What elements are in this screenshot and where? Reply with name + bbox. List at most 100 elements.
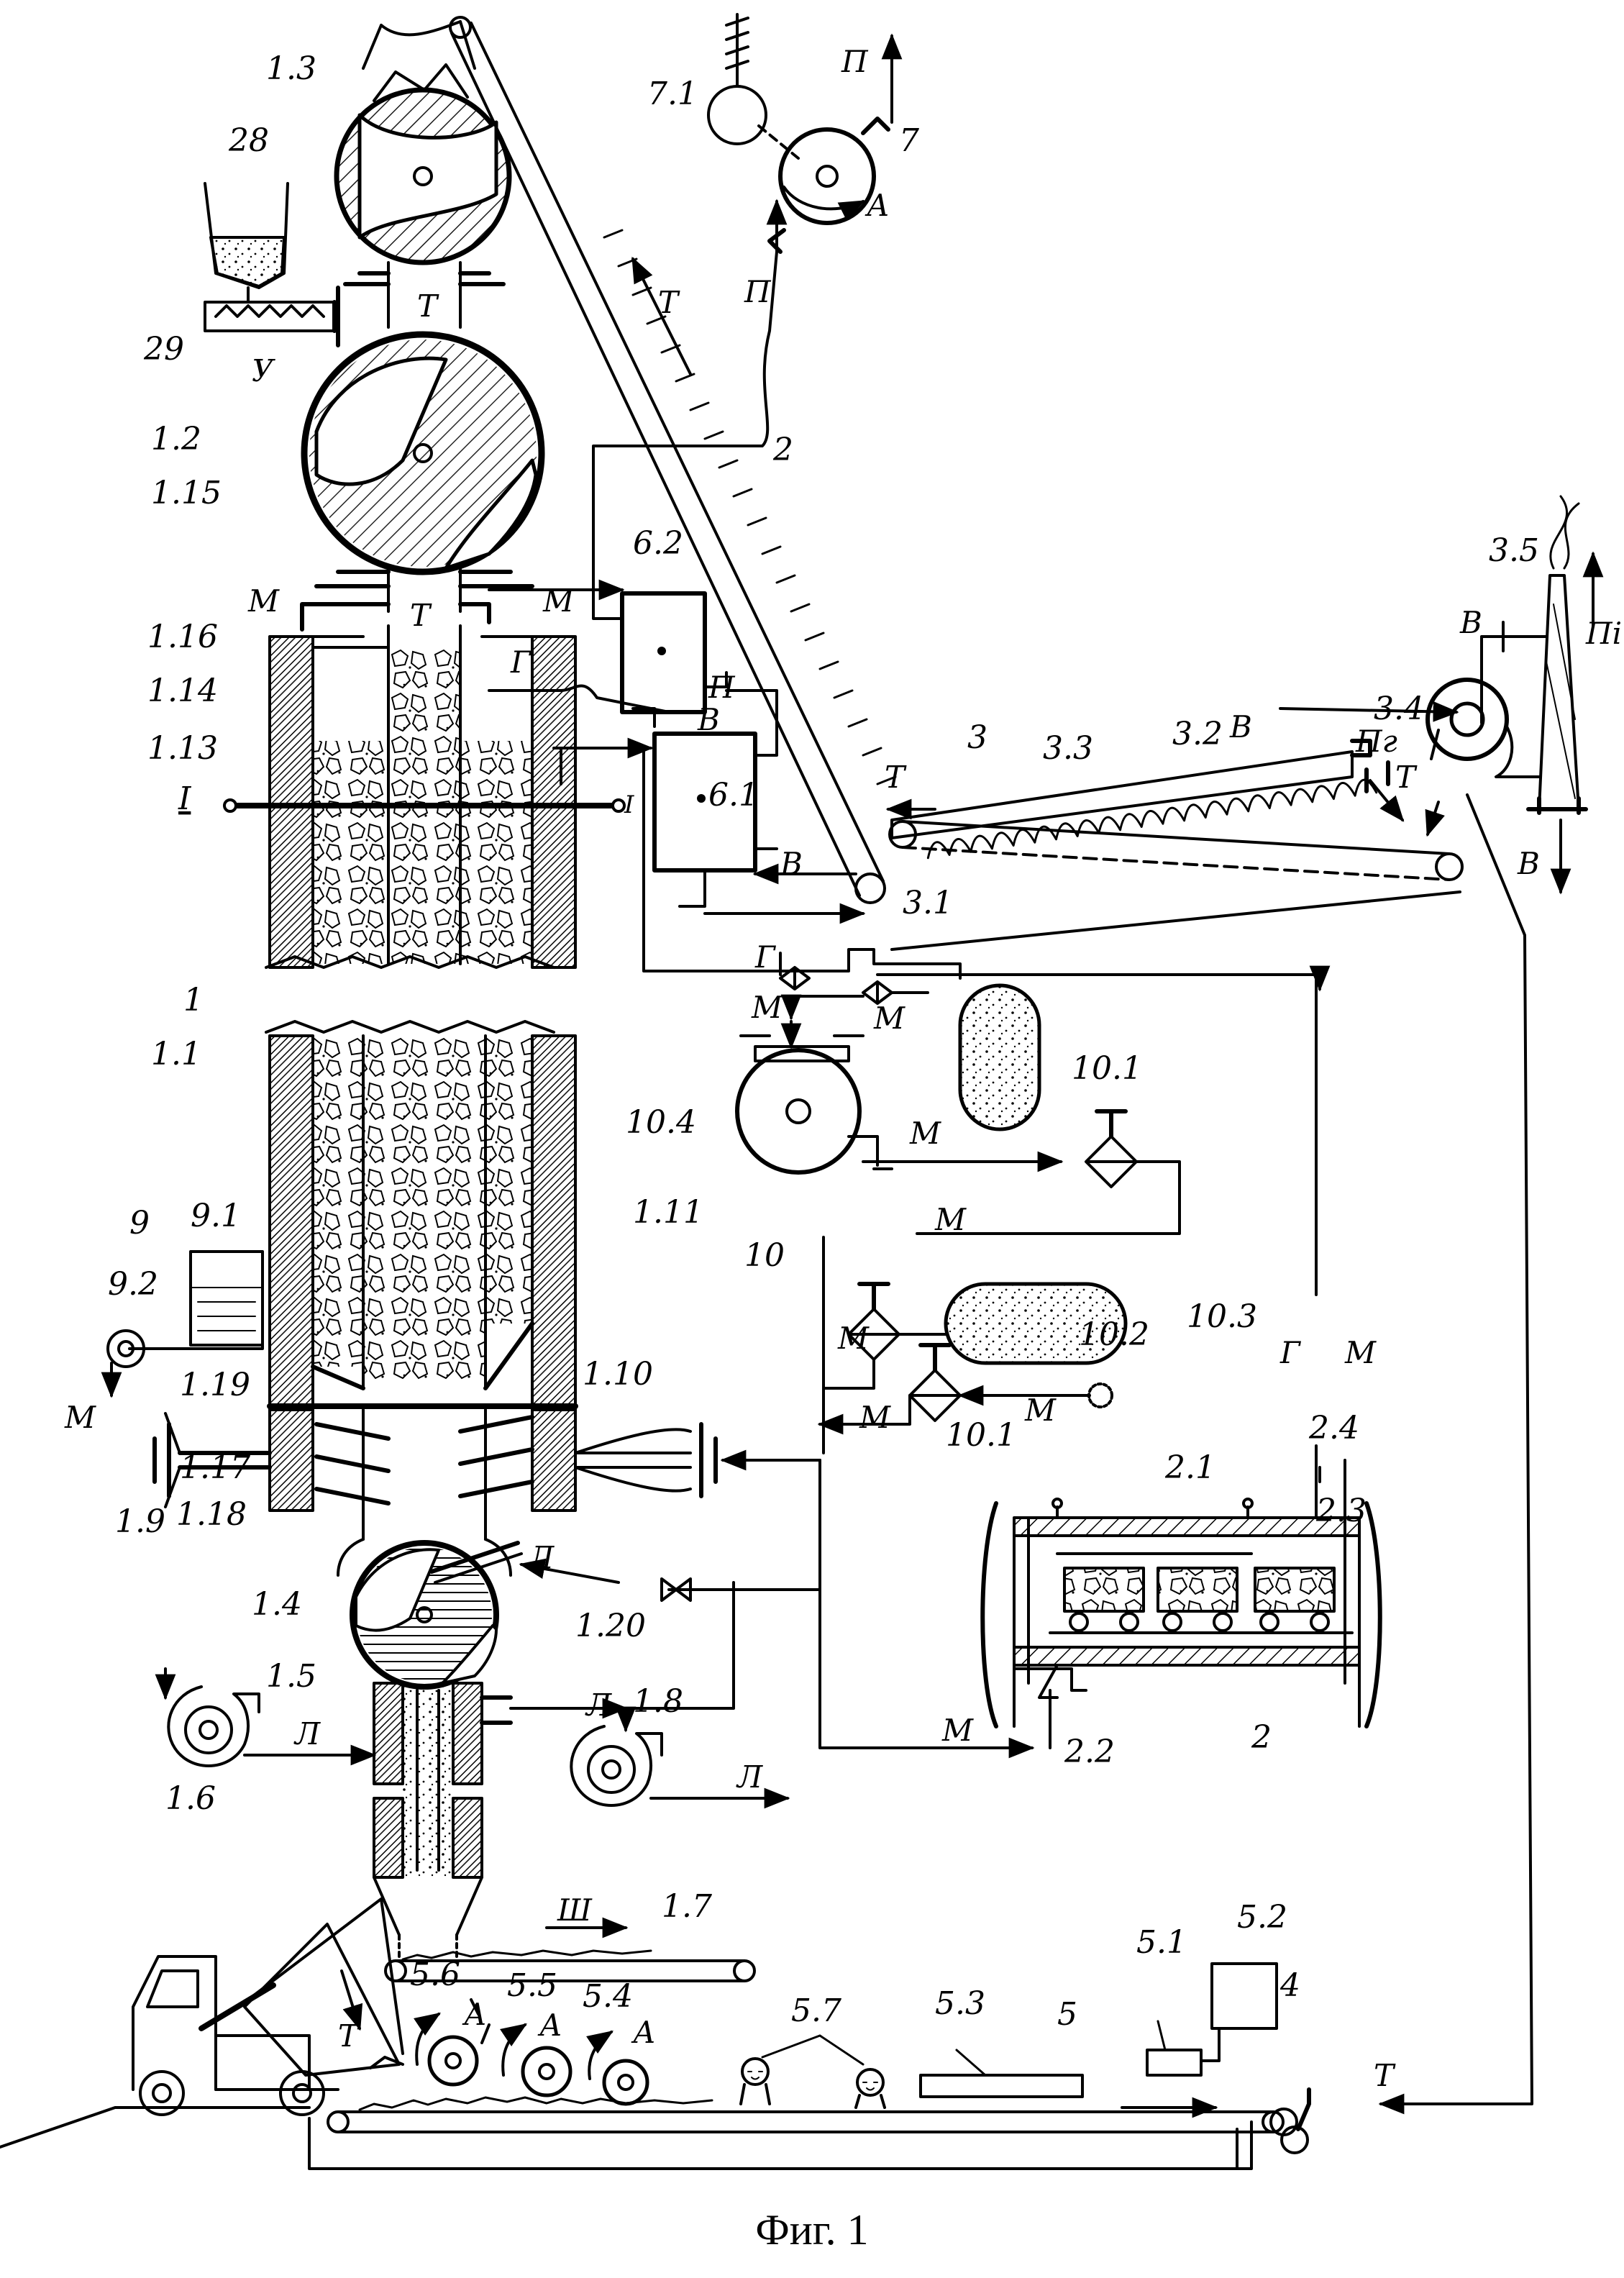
- flow-l-2: Л: [293, 1716, 321, 1751]
- label-1-5: 1.5: [266, 1658, 316, 1695]
- label-3: 3: [967, 719, 987, 756]
- label-3-3: 3.3: [1043, 730, 1093, 767]
- manifold-1-10: [575, 1424, 716, 1496]
- valve-group: [780, 953, 1320, 1295]
- gas-main-to-2-2: [820, 1460, 1032, 1748]
- flow-v-4: В: [1459, 605, 1482, 640]
- workers-5-7: [741, 2036, 885, 2108]
- additive-hopper-28: [205, 183, 338, 345]
- label-1-19: 1.19: [180, 1367, 250, 1403]
- label-1-3: 1.3: [266, 50, 316, 87]
- flow-g-1: Г: [510, 644, 532, 680]
- kiln-2: [982, 1446, 1380, 1748]
- flow-t-6: Т: [338, 2018, 360, 2054]
- label-3-2: 3.2: [1172, 716, 1223, 752]
- label-6-1: 6.1: [708, 777, 759, 814]
- flow-m-5: М: [909, 1116, 941, 1151]
- flow-l-4: Л: [736, 1759, 763, 1795]
- label-1-17: 1.17: [180, 1449, 250, 1486]
- flow-m-12: М: [64, 1400, 96, 1435]
- flow-v-1: В: [697, 702, 720, 737]
- label-2: 2: [772, 432, 793, 468]
- label-28: 28: [228, 122, 269, 159]
- label-5-6: 5.6: [410, 1956, 460, 1993]
- flow-g-3: Г: [1279, 1335, 1302, 1370]
- label-10-3: 10.3: [1187, 1298, 1257, 1335]
- label-1-9: 1.9: [115, 1503, 165, 1540]
- rotary-feeder-1-2: [304, 334, 542, 572]
- label-1-10: 1.10: [583, 1356, 653, 1393]
- label-10-2: 10.2: [1079, 1316, 1149, 1353]
- label-5-2: 5.2: [1237, 1899, 1287, 1936]
- flow-a-1: А: [865, 188, 890, 223]
- flow-v-2: В: [780, 846, 803, 881]
- label-2-1: 2.1: [1164, 1449, 1215, 1486]
- flow-p-1: П: [841, 44, 869, 79]
- label-6-2: 6.2: [633, 525, 683, 562]
- flow-t-1: Т: [417, 288, 439, 324]
- sorting-conveyor-5: [0, 2097, 1283, 2169]
- label-4: 4: [1279, 1967, 1300, 2004]
- flow-m-9: М: [1024, 1393, 1057, 1428]
- label-2-2: 2.2: [1064, 1733, 1115, 1770]
- flow-m-6: М: [934, 1202, 967, 1237]
- label-3-4: 3.4: [1374, 691, 1424, 727]
- flow-t-4: Т: [885, 760, 907, 795]
- label-9: 9: [129, 1205, 150, 1241]
- rotary-feeder-1-3: [337, 22, 509, 263]
- label-10: 10: [744, 1237, 785, 1274]
- flow-a-4: А: [631, 2015, 656, 2050]
- label-5: 5: [1057, 1996, 1077, 2033]
- flow-m-11: М: [941, 1713, 974, 1748]
- label-1-13: 1.13: [147, 730, 218, 767]
- label-5-3: 5.3: [935, 1985, 985, 2022]
- shaft-reactor-1: [224, 604, 624, 1575]
- flow-m-10: М: [1344, 1335, 1377, 1370]
- label-1-11: 1.11: [633, 1194, 703, 1231]
- roller-crusher-4: [1271, 2090, 1309, 2153]
- label-1-2: 1.2: [151, 421, 201, 457]
- label-1-15: 1.15: [151, 475, 222, 511]
- flow-pi: Пi: [1585, 616, 1622, 651]
- label-7-1: 7.1: [647, 76, 698, 112]
- label-10-1-top: 10.1: [1072, 1050, 1142, 1087]
- label-roman-i: I: [178, 780, 192, 817]
- label-1-6: 1.6: [165, 1780, 216, 1817]
- label-3-5: 3.5: [1489, 532, 1539, 569]
- label-1-8: 1.8: [633, 1683, 683, 1720]
- flow-v-3: В: [1229, 709, 1252, 744]
- flow-l-3: Л: [585, 1687, 612, 1723]
- label-5-7: 5.7: [791, 1992, 841, 2029]
- receiver-vertical: [960, 985, 1039, 1129]
- flow-t-3: Т: [410, 598, 432, 633]
- label-9-1: 9.1: [191, 1198, 241, 1234]
- label-5-1: 5.1: [1136, 1924, 1187, 1961]
- return-line-to-belt: [1381, 795, 1532, 2104]
- flow-a-3: А: [537, 2008, 562, 2043]
- label-1-16: 1.16: [147, 619, 218, 655]
- label-1-4: 1.4: [252, 1586, 302, 1623]
- flow-v-5: В: [1517, 846, 1540, 881]
- label-1-18: 1.18: [176, 1496, 247, 1533]
- flow-t-5: Т: [1395, 760, 1418, 795]
- label-3-1: 3.1: [903, 885, 953, 921]
- flow-m-8: М: [859, 1400, 891, 1435]
- flow-m-1: М: [247, 583, 280, 619]
- flow-t-2: Т: [658, 285, 680, 320]
- flow-m-2: М: [542, 583, 575, 619]
- gas-branch-to-1-20: [669, 1460, 820, 1590]
- label-10-4: 10.4: [626, 1104, 696, 1141]
- label-29: 29: [143, 331, 184, 368]
- label-2-3: 2.3: [1315, 1493, 1367, 1529]
- flow-m-4: М: [873, 1001, 905, 1036]
- flow-p-3: П: [708, 670, 736, 705]
- label-roman-i-right: I: [624, 791, 634, 819]
- flow-m-7: М: [837, 1321, 870, 1356]
- label-1-7: 1.7: [662, 1888, 712, 1925]
- flow-m-3: М: [751, 990, 783, 1025]
- label-2-4: 2.4: [1308, 1410, 1359, 1446]
- label-5-5: 5.5: [507, 1967, 557, 2004]
- flow-p-2: П: [744, 274, 772, 309]
- label-10-1-bottom: 10.1: [946, 1417, 1016, 1454]
- label-1: 1: [183, 982, 204, 1019]
